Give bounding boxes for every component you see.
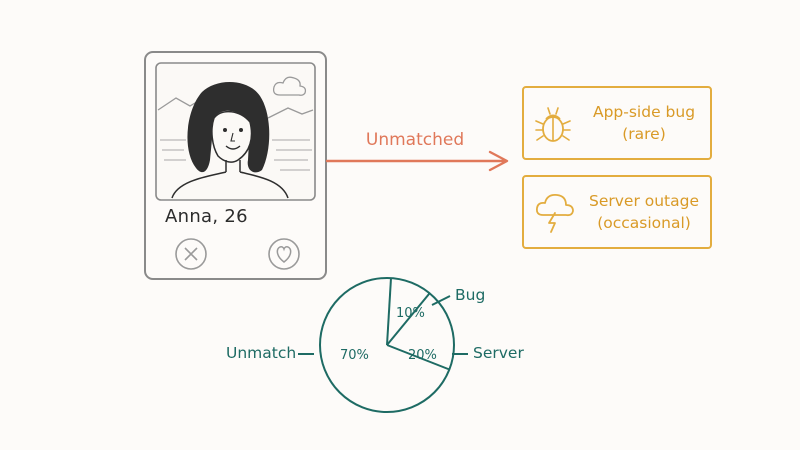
cause-box-server-outage: Server outage (occasional) — [522, 175, 712, 249]
nose — [230, 132, 235, 142]
pie-pct-server: 20% — [408, 348, 437, 363]
hair-sketch — [187, 81, 270, 173]
bug-leader-line — [431, 295, 451, 306]
cause-note: (rare) — [622, 125, 666, 143]
cloud-icon — [272, 76, 307, 96]
pie-pct-unmatch: 70% — [340, 348, 369, 363]
pie-outline — [319, 277, 455, 413]
cause-title: App-side bug — [592, 103, 696, 121]
like-button[interactable] — [268, 238, 300, 270]
pie-label-bug: Bug — [455, 286, 486, 304]
neck-shoulders — [171, 160, 289, 199]
cause-box-app-bug: App-side bug (rare) — [522, 86, 712, 160]
dislike-button[interactable] — [175, 238, 207, 270]
cause-note: (occasional) — [597, 214, 691, 232]
pie-label-unmatch: Unmatch — [226, 344, 297, 362]
cause-title: Server outage — [588, 192, 699, 210]
unmatched-arrow — [325, 150, 509, 172]
pie-label-server: Server — [473, 344, 524, 362]
unmatched-label: Unmatched — [365, 130, 465, 150]
bug-icon — [535, 107, 571, 142]
pie-separator-unmatch-start — [386, 344, 450, 371]
left-eye — [223, 128, 227, 132]
pie-separator-server-start — [386, 292, 431, 346]
water-lines — [160, 139, 312, 171]
heart-icon — [276, 246, 292, 263]
storm-cloud-icon — [535, 194, 574, 233]
right-eye — [239, 128, 243, 132]
pie-pct-bug: 10% — [396, 306, 425, 321]
smile — [225, 145, 241, 150]
close-icon — [184, 247, 198, 261]
profile-name: Anna, 26 — [165, 206, 248, 227]
pie-chart — [319, 277, 455, 413]
pie-separator-bug-start — [386, 278, 392, 346]
